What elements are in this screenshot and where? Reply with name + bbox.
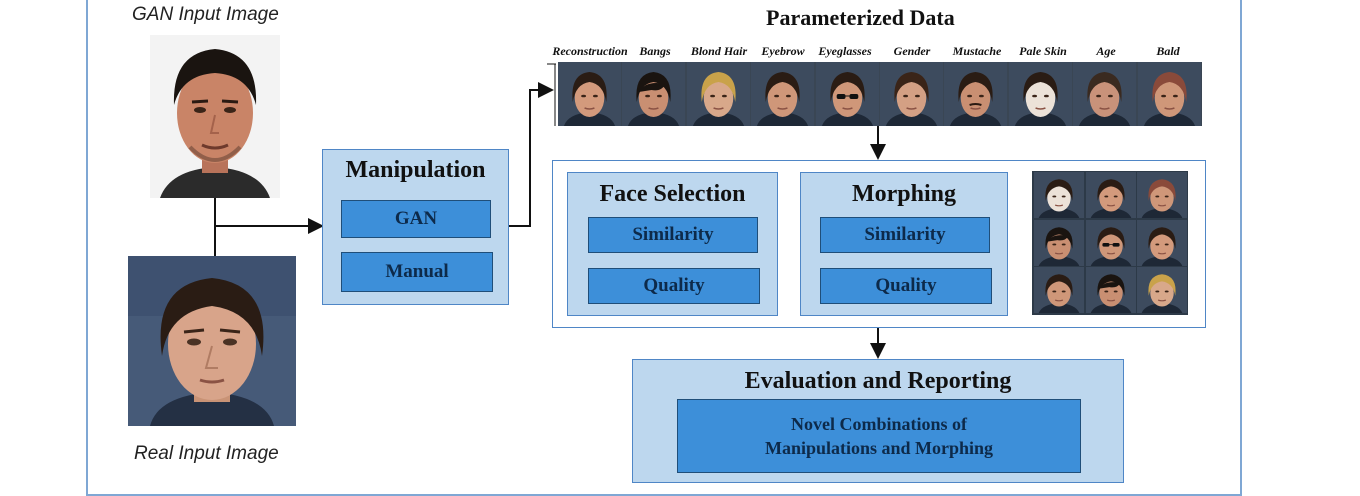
morphing-quality-box: Quality <box>820 268 992 304</box>
real-input-caption: Real Input Image <box>134 443 279 464</box>
attribute-label: Eyeglasses <box>818 44 872 58</box>
face-selection-title: Face Selection <box>599 181 746 207</box>
parameterized-data-title: Parameterized Data <box>766 5 955 30</box>
novel-combinations-box: Novel Combinations of Manipulations and … <box>677 399 1081 473</box>
morphed-face-thumbnail <box>1137 172 1187 223</box>
morphed-face-thumbnail <box>1034 267 1084 318</box>
attribute-label: Pale Skin <box>1019 44 1067 58</box>
morphing-title: Morphing <box>851 181 956 207</box>
attribute-face-thumbnail <box>944 62 1008 126</box>
face-selection-box: Face Selection Similarity Quality <box>567 172 778 316</box>
manipulation-box: Manipulation GAN Manual <box>322 149 509 305</box>
attribute-label: Reconstruction <box>552 44 628 58</box>
morphed-face-thumbnail <box>1137 267 1187 318</box>
attribute-label: Bangs <box>639 44 671 58</box>
morphed-face-grid <box>1032 171 1188 315</box>
attribute-label: Bald <box>1156 44 1180 58</box>
attribute-face-thumbnail <box>751 62 815 126</box>
parameterized-face-strip <box>558 62 1202 126</box>
face-selection-quality-box: Quality <box>588 268 760 304</box>
morphed-face-thumbnail <box>1085 172 1136 223</box>
attribute-label: Age <box>1096 44 1116 58</box>
attribute-label: Mustache <box>952 44 1002 58</box>
morphed-face-thumbnail <box>1034 172 1084 223</box>
attribute-face-thumbnail <box>1008 62 1072 126</box>
attribute-face-thumbnail <box>558 62 621 126</box>
gan-input-image <box>150 35 280 198</box>
gan-method-box: GAN <box>341 200 491 238</box>
morphing-similarity-box: Similarity <box>820 217 990 253</box>
evaluation-box: Evaluation and Reporting Novel Combinati… <box>632 359 1124 483</box>
gan-input-caption: GAN Input Image <box>132 4 279 25</box>
attribute-face-thumbnail <box>1137 62 1201 126</box>
attribute-face-thumbnail <box>880 62 943 126</box>
morphed-face-thumbnail <box>1034 219 1084 271</box>
attribute-face-thumbnail <box>1073 62 1137 126</box>
real-input-image <box>128 256 296 426</box>
evaluation-title: Evaluation and Reporting <box>744 368 1012 394</box>
manual-method-box: Manual <box>341 252 493 292</box>
face-selection-similarity-box: Similarity <box>588 217 758 253</box>
manipulation-title: Manipulation <box>345 157 486 183</box>
morphing-box: Morphing Similarity Quality <box>800 172 1008 316</box>
novel-combinations-line-1: Novel Combinations of <box>790 414 967 434</box>
attribute-label: Gender <box>893 44 931 58</box>
morphed-face-thumbnail <box>1085 267 1136 318</box>
attribute-face-thumbnail <box>686 62 750 126</box>
attribute-face-thumbnail <box>815 62 879 126</box>
novel-combinations-line-2: Manipulations and Morphing <box>764 438 994 458</box>
morphed-face-thumbnail <box>1137 219 1187 271</box>
morphed-face-thumbnail <box>1085 219 1136 271</box>
attribute-face-thumbnail <box>622 62 686 126</box>
attribute-label: Blond Hair <box>690 44 748 58</box>
attribute-label: Eyebrow <box>761 44 805 58</box>
